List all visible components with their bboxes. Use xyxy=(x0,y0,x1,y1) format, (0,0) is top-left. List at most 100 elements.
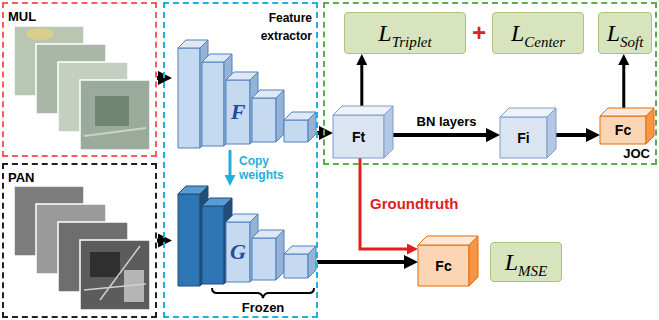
edge-label: Groundtruth xyxy=(368,195,460,212)
layer-side xyxy=(276,230,284,280)
text-line: PAN xyxy=(8,168,34,186)
mul-image-detail xyxy=(26,28,54,40)
text-holder: Fc xyxy=(600,116,646,144)
text-line: F xyxy=(231,99,246,125)
text-line: Fc xyxy=(615,121,631,139)
mul-image-detail xyxy=(84,128,146,136)
text-holder: LSoft xyxy=(599,13,651,53)
classifier-block: Fc xyxy=(600,108,654,144)
network-f-layers xyxy=(178,40,316,148)
text-line: LMSE xyxy=(505,249,548,276)
text-holder: LCenter xyxy=(493,13,583,53)
block-face xyxy=(600,116,646,144)
label-holder: + xyxy=(472,20,486,46)
text-line: Ft xyxy=(352,128,365,146)
loss-box: LCenter xyxy=(492,12,584,54)
text-line: Fc xyxy=(435,257,451,275)
cnn-network: G xyxy=(172,186,317,288)
mul-image-detail xyxy=(95,96,129,126)
region-heading: Feature extractor xyxy=(261,11,312,43)
text-holder: PAN xyxy=(8,168,34,186)
text-holder: LTriplet xyxy=(345,13,465,53)
text-line: LSoft xyxy=(607,20,644,47)
layer-side xyxy=(308,112,316,142)
subscript: MSE xyxy=(518,263,547,279)
edge-label-holder: Copy weights xyxy=(237,154,295,183)
loss-box: LMSE xyxy=(490,242,562,282)
network-name: F xyxy=(231,99,246,124)
region-heading: PAN xyxy=(8,170,34,185)
multispectral-images xyxy=(14,26,150,150)
block-top xyxy=(418,236,478,245)
loss-symbol: L xyxy=(607,20,620,46)
pan-image xyxy=(80,240,150,310)
edge-label: BN layers xyxy=(415,114,479,129)
text-holder: G xyxy=(230,239,246,265)
layer-face xyxy=(252,98,276,142)
feature-block: Ft xyxy=(333,106,393,158)
text-holder: MUL xyxy=(8,7,36,25)
layer-face xyxy=(202,62,224,146)
feature-name: Fc xyxy=(435,258,451,274)
text-holder: Fc xyxy=(418,245,469,286)
input-panel: MUL xyxy=(2,2,157,157)
loss-symbol: L xyxy=(505,249,518,275)
layer-face xyxy=(226,222,250,282)
block-side xyxy=(384,106,393,158)
flow-arrow xyxy=(360,61,363,106)
text-holder: Feature extractor xyxy=(254,8,312,45)
feature-name: Fi xyxy=(517,130,529,146)
block-top xyxy=(600,108,654,116)
edge-label: Copy weights xyxy=(237,154,295,182)
edge-label-holder: Groundtruth xyxy=(368,195,460,213)
layer-face xyxy=(178,194,200,286)
layer-side xyxy=(308,246,316,278)
loss-symbol: L xyxy=(378,20,391,46)
region-heading: MUL xyxy=(8,9,36,24)
loss-symbol: L xyxy=(511,20,524,46)
flow-arrow xyxy=(622,61,625,108)
text-holder: Ft xyxy=(333,115,384,158)
frozen-label: Frozen xyxy=(242,300,285,315)
block-top xyxy=(500,108,556,117)
classifier-block: Fc xyxy=(418,236,478,286)
text-holder: LMSE xyxy=(491,243,561,281)
cnn-network: F xyxy=(172,38,317,150)
block-face xyxy=(500,117,547,158)
block-side xyxy=(646,108,654,144)
block-side xyxy=(469,236,478,286)
subscript: Soft xyxy=(620,34,643,50)
text-line: LCenter xyxy=(511,20,565,47)
region-heading: JOC xyxy=(623,146,650,161)
label-holder: Frozen xyxy=(242,298,285,316)
text-line: Feature extractor xyxy=(254,8,312,45)
text-holder: JOC xyxy=(623,144,650,162)
layer-face xyxy=(284,254,308,278)
block-side xyxy=(547,108,556,158)
flow-arrow xyxy=(229,150,232,179)
layer-face xyxy=(284,120,308,142)
layer-face xyxy=(252,238,276,280)
block-face xyxy=(333,115,384,158)
block-face xyxy=(418,245,469,286)
layer-face xyxy=(178,48,200,148)
text-line: G xyxy=(230,239,246,265)
text-line: MUL xyxy=(8,7,36,25)
flow-arrow xyxy=(317,260,410,264)
feature-block: Fi xyxy=(500,108,556,158)
text-holder: F xyxy=(231,99,246,125)
layer-side xyxy=(276,90,284,142)
block-top xyxy=(333,106,393,115)
feature-name: Fc xyxy=(615,122,631,138)
edge-label-holder: BN layers xyxy=(415,112,479,130)
joc-panel: JOCLTripletLCenterLSoftFtFiFc xyxy=(323,2,657,165)
mul-image xyxy=(80,80,150,150)
pan-image-detail xyxy=(90,252,120,277)
network-g-layers xyxy=(178,186,316,286)
text-line: Fi xyxy=(517,129,529,147)
feature-name: Ft xyxy=(352,129,365,145)
layer-face xyxy=(226,80,250,144)
text-line: LTriplet xyxy=(378,20,431,47)
loss-box: LTriplet xyxy=(344,12,466,54)
